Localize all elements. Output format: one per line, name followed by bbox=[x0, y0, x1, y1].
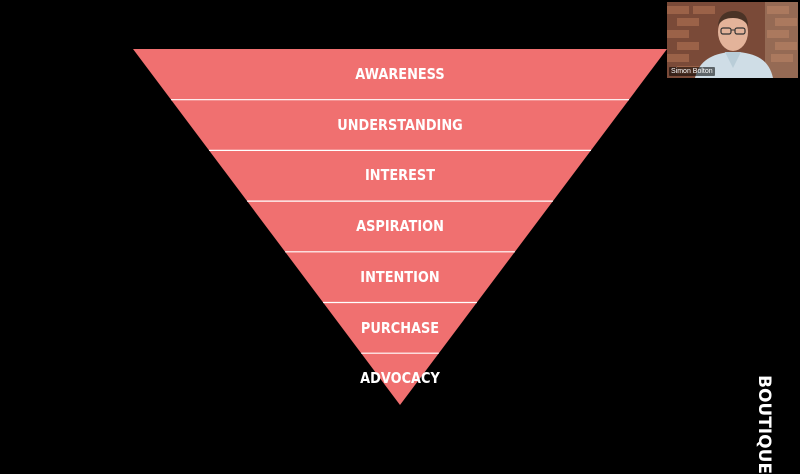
funnel-stage-label: ASPIRATION bbox=[356, 217, 444, 236]
funnel-stage-label: INTEREST bbox=[364, 166, 436, 185]
funnel-stage-label: AWARENESS bbox=[355, 65, 445, 83]
participant-name-label: Simon Bolton bbox=[669, 67, 715, 76]
funnel-stage-label: UNDERSTANDING bbox=[337, 115, 463, 134]
funnel-diagram bbox=[133, 49, 667, 405]
funnel-shape bbox=[133, 49, 667, 405]
brand-watermark: BOUTIQUE bbox=[754, 375, 774, 474]
presentation-slide: AWARENESS UNDERSTANDING INTEREST ASPIRATION… bbox=[133, 49, 667, 405]
participant-video-feed bbox=[667, 2, 798, 78]
funnel-stage-label: ADVOCACY bbox=[360, 369, 440, 388]
funnel-stage-label: INTENTION bbox=[360, 267, 440, 286]
participant-video-tile[interactable]: Simon Bolton bbox=[667, 2, 798, 78]
funnel-stage-label: PURCHASE bbox=[360, 318, 440, 337]
